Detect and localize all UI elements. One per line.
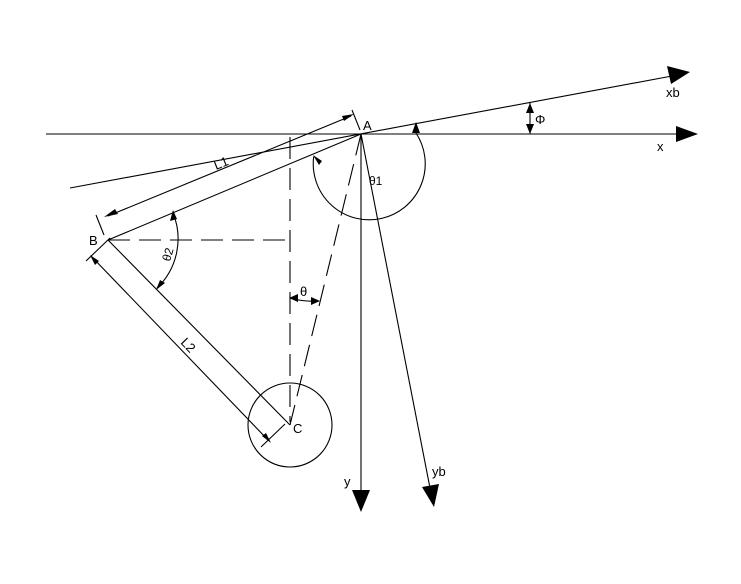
phi-arc bbox=[526, 103, 534, 134]
label-point-c: C bbox=[293, 421, 302, 436]
label-link-l2: L2 bbox=[178, 335, 199, 356]
label-link-l1: L1 bbox=[212, 153, 231, 172]
label-theta1: θ1 bbox=[369, 174, 383, 188]
label-axis-x: x bbox=[657, 139, 664, 154]
label-point-b: B bbox=[89, 233, 98, 248]
theta1-arc bbox=[312, 122, 426, 221]
label-theta: θ bbox=[300, 284, 307, 299]
y-axis bbox=[352, 134, 370, 512]
xb-axis bbox=[69, 66, 690, 189]
label-theta2: θ2 bbox=[159, 246, 176, 263]
dashed-line-a-c bbox=[289, 133, 362, 426]
theta2-arc bbox=[156, 210, 179, 290]
theta-arc bbox=[289, 294, 320, 305]
label-phi: Φ bbox=[535, 112, 545, 127]
x-axis bbox=[46, 126, 698, 142]
l2-dimension bbox=[85, 237, 286, 448]
link-l2 bbox=[107, 239, 291, 426]
mass-circle bbox=[247, 382, 333, 468]
l1-dimension bbox=[95, 109, 361, 236]
label-axis-yb: yb bbox=[432, 464, 446, 479]
link-l1 bbox=[107, 133, 362, 241]
label-axis-y: y bbox=[344, 474, 351, 489]
yb-axis bbox=[360, 133, 439, 507]
label-axis-xb: xb bbox=[666, 85, 680, 100]
label-point-a: A bbox=[363, 118, 372, 133]
